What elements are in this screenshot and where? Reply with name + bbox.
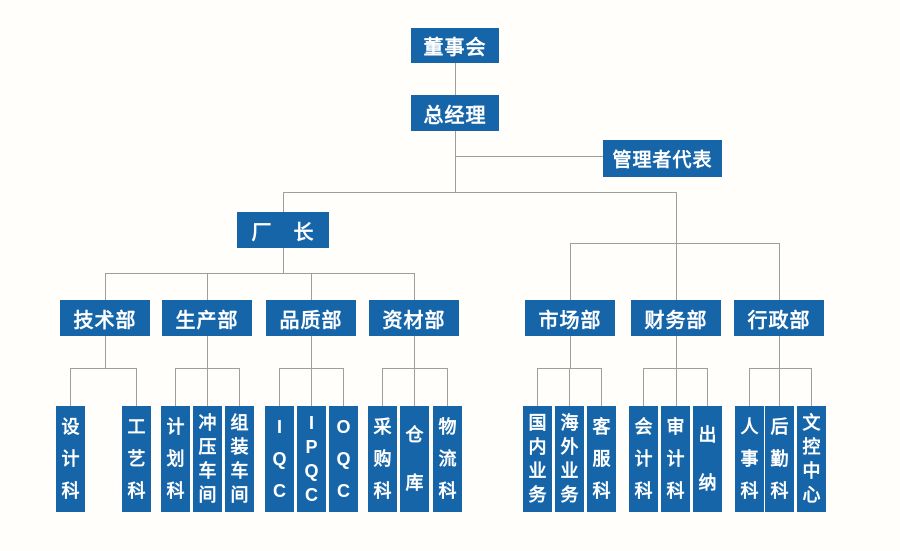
- org-node-document-control-center: 文控中心: [797, 406, 826, 512]
- org-node-warehouse: 仓库: [400, 406, 429, 512]
- org-node-craft-section: 工艺科: [122, 406, 151, 512]
- org-node-hr-section: 人事科: [735, 406, 764, 512]
- org-node-audit-section: 审计科: [661, 406, 690, 512]
- org-node-dept-admin: 行政部: [734, 300, 824, 336]
- org-node-dept-finance: 财务部: [631, 300, 721, 336]
- org-node-dept-materials: 资材部: [369, 300, 459, 336]
- org-node-logistics-support-section: 后勤科: [765, 406, 794, 512]
- org-node-dept-production: 生产部: [162, 300, 252, 336]
- org-node-design-section: 设计科: [56, 406, 85, 512]
- org-node-cashier: 出纳: [693, 406, 722, 512]
- org-node-assembly-workshop: 组装车间: [225, 406, 254, 512]
- org-node-accounting-section: 会计科: [629, 406, 658, 512]
- org-node-customer-service-section: 客服科: [587, 406, 616, 512]
- org-node-general-manager: 总经理: [411, 95, 499, 131]
- org-node-dept-marketing: 市场部: [525, 300, 615, 336]
- org-node-management-representative: 管理者代表: [603, 140, 722, 177]
- org-node-board: 董事会: [411, 28, 499, 63]
- org-node-planning-section: 计划科: [161, 406, 190, 512]
- org-node-purchasing-section: 采购科: [368, 406, 397, 512]
- org-node-factory-director: 厂 长: [237, 212, 329, 248]
- org-node-dept-technology: 技术部: [60, 300, 150, 336]
- org-node-logistics-section: 物流科: [433, 406, 462, 512]
- org-node-overseas-business: 海外业务: [555, 406, 584, 512]
- org-node-dept-quality: 品质部: [266, 300, 356, 336]
- org-node-domestic-business: 国内业务: [523, 406, 552, 512]
- org-node-stamping-workshop: 冲压车间: [193, 406, 222, 512]
